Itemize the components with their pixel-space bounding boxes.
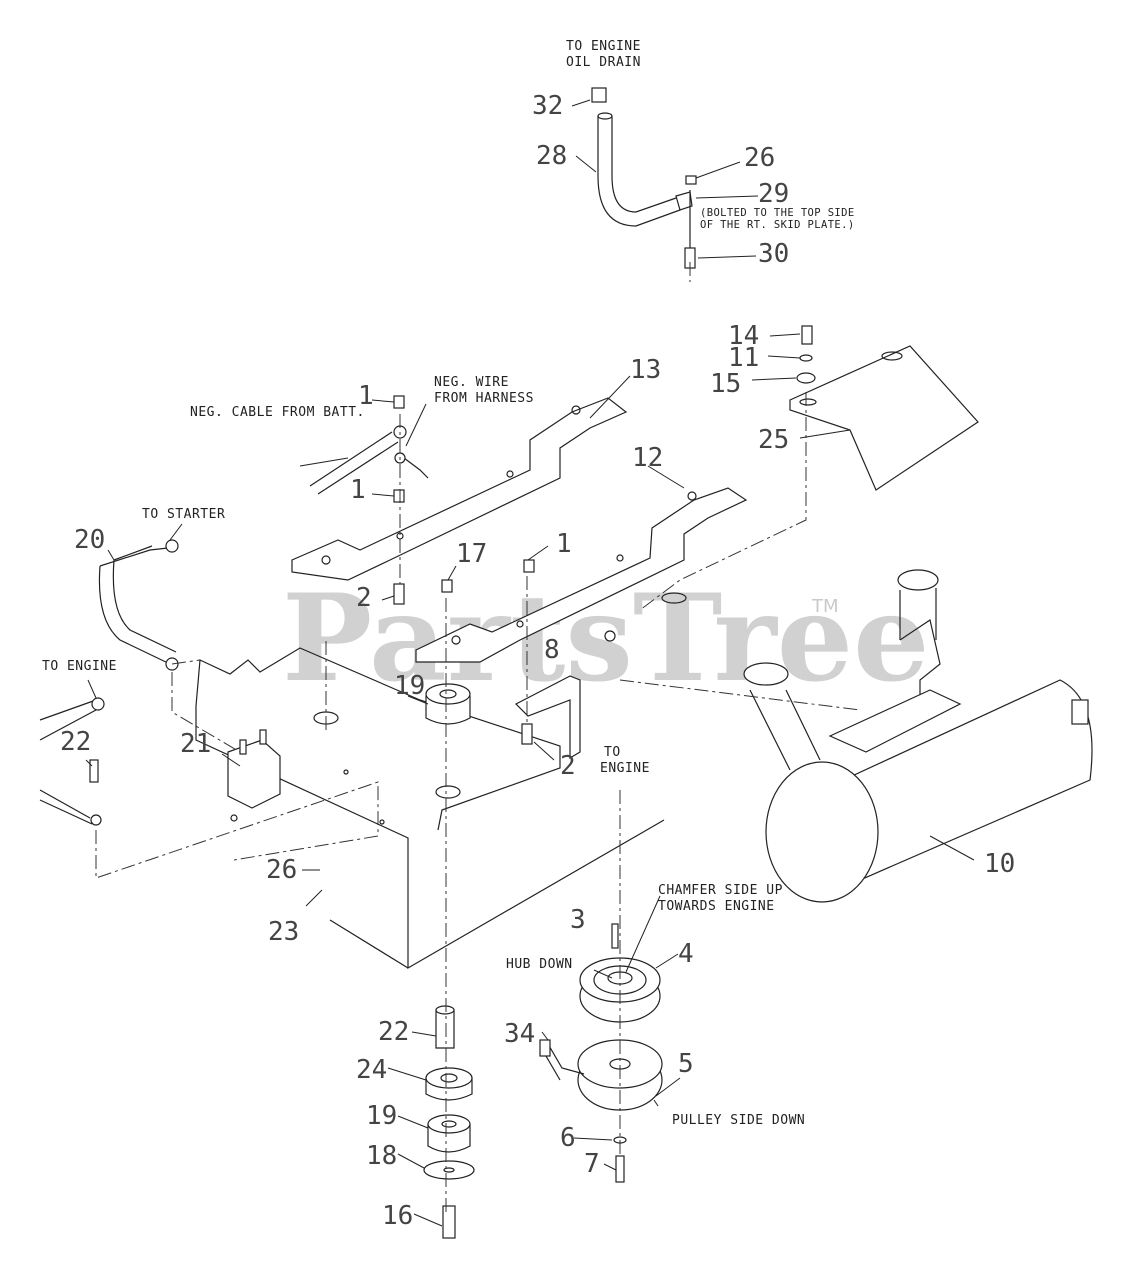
label-chamfer-2: TOWARDS ENGINE (658, 899, 775, 914)
skid-plate-12 (415, 487, 748, 663)
part-32-fitting (591, 87, 607, 103)
label-chamfer-1: CHAMFER SIDE UP (658, 883, 783, 898)
part-17-nut (441, 579, 453, 593)
part-11-washer (799, 354, 813, 362)
muffler-10 (743, 569, 1093, 903)
center-lines (95, 262, 861, 1214)
part-1-nut-a (393, 395, 405, 409)
callout-26-bottom: 26 (266, 855, 297, 885)
callout-3: 3 (570, 905, 586, 935)
label-hub-down: HUB DOWN (506, 957, 573, 972)
part-29-clamp (675, 191, 693, 211)
part-22-screw (89, 759, 99, 783)
label-to-engine-left: TO ENGINE (42, 659, 117, 674)
chassis (195, 647, 665, 970)
part-3-key (611, 923, 619, 949)
callout-5: 5 (678, 1049, 694, 1079)
callout-8: 8 (544, 635, 560, 665)
label-pulley-side-down: PULLEY SIDE DOWN (672, 1113, 805, 1128)
callout-19-bottom: 19 (366, 1101, 397, 1131)
label-bolted-note-2: OF THE RT. SKID PLATE.) (700, 219, 855, 231)
callout-12: 12 (632, 443, 663, 473)
watermark-trademark: TM (811, 596, 839, 617)
callout-29: 29 (758, 179, 789, 209)
leader-lines (85, 99, 975, 1227)
callout-11: 11 (728, 343, 759, 373)
callout-23: 23 (268, 917, 299, 947)
part-26-nut (685, 175, 697, 185)
callout-13: 13 (630, 355, 661, 385)
callout-18: 18 (366, 1141, 397, 1171)
callout-25: 25 (758, 425, 789, 455)
callout-1-top: 1 (358, 381, 374, 411)
clutch-5 (539, 1039, 663, 1183)
mount-stack (423, 1005, 475, 1239)
label-to-engine-center-2: ENGINE (600, 761, 650, 776)
callout-24: 24 (356, 1055, 387, 1085)
label-neg-cable: NEG. CABLE FROM BATT. (190, 405, 365, 420)
callout-22-left: 22 (60, 727, 91, 757)
part-16-bolt (442, 1205, 456, 1239)
callout-1-mid: 1 (350, 475, 366, 505)
part-2-bolt-b (521, 723, 533, 745)
part-1-nut-c (523, 559, 535, 573)
part-7-bolt (615, 1155, 625, 1183)
callout-6: 6 (560, 1123, 576, 1153)
engine-cable-left (39, 697, 105, 826)
callout-2-right: 2 (560, 751, 576, 781)
solenoid-21 (227, 729, 281, 822)
part-28-drain-hose (597, 116, 681, 227)
callout-10: 10 (984, 849, 1015, 879)
callout-34: 34 (504, 1019, 535, 1049)
callout-14: 14 (728, 321, 759, 351)
label-to-engine-oil-drain-1: TO ENGINE (566, 39, 641, 54)
callout-15: 15 (710, 369, 741, 399)
callout-30: 30 (758, 239, 789, 269)
label-to-starter: TO STARTER (142, 507, 225, 522)
heat-shield-25 (789, 325, 979, 491)
callout-19-top: 19 (394, 671, 425, 701)
callout-26-top: 26 (744, 143, 775, 173)
part-1-nut-b (393, 489, 405, 503)
label-bolted-note-1: (BOLTED TO THE TOP SIDE (700, 207, 855, 219)
oil-drain-assembly (591, 87, 697, 269)
text-labels: TO ENGINE OIL DRAIN (BOLTED TO THE TOP S… (42, 39, 855, 1128)
label-to-engine-center-1: TO (604, 745, 621, 760)
callout-20: 20 (74, 525, 105, 555)
callout-22-bottom: 22 (378, 1017, 409, 1047)
callout-21: 21 (180, 729, 211, 759)
part-2-bolt-a (393, 583, 405, 605)
label-neg-wire-1: NEG. WIRE (434, 375, 509, 390)
starter-cable-20 (98, 539, 179, 671)
engine-mount-19 (425, 683, 471, 725)
callout-7: 7 (584, 1149, 600, 1179)
callout-4: 4 (678, 939, 694, 969)
callout-28: 28 (536, 141, 567, 171)
bracket-8 (514, 675, 581, 760)
label-neg-wire-2: FROM HARNESS (434, 391, 534, 406)
callout-16: 16 (382, 1201, 413, 1231)
callout-17: 17 (456, 539, 487, 569)
part-14-bolt (801, 325, 813, 345)
cables (309, 395, 535, 605)
callout-1-right: 1 (556, 529, 572, 559)
callout-numbers: 32 28 26 29 30 14 11 15 25 13 12 1 1 1 2… (60, 91, 1015, 1231)
callout-32: 32 (532, 91, 563, 121)
part-15-washer (796, 372, 816, 384)
label-to-engine-oil-drain-2: OIL DRAIN (566, 55, 641, 70)
callout-2-left: 2 (356, 583, 372, 613)
